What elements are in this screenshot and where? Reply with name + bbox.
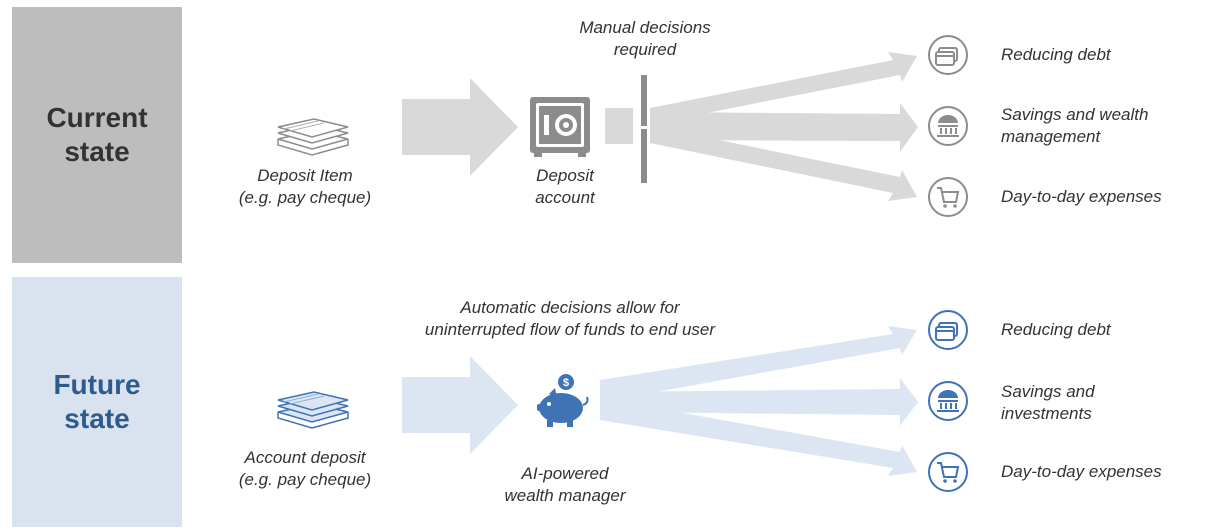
future-output-debt-label: Reducing debt	[1001, 320, 1111, 339]
future-output-savings: Savings and investments	[1001, 381, 1201, 425]
manual-decisions-line1: Manual decisions	[579, 18, 711, 37]
ai-wealth-manager-line1: AI-powered	[521, 464, 609, 483]
deposit-account-line2: account	[535, 188, 595, 207]
money-stack-icon	[277, 391, 349, 429]
current-savings-bank-icon	[928, 106, 968, 146]
deposit-account-label: Deposit account	[510, 165, 620, 209]
future-state-title-line2: state	[64, 403, 130, 434]
future-expenses-cart-icon	[928, 452, 968, 492]
current-output-debt: Reducing debt	[1001, 44, 1201, 66]
manual-decisions-label: Manual decisions required	[540, 17, 750, 61]
automatic-decisions-label: Automatic decisions allow for uninterrup…	[370, 297, 770, 341]
future-savings-bank-icon	[928, 381, 968, 421]
current-connector-block	[605, 108, 633, 144]
future-output-savings-line1: Savings and	[1001, 382, 1095, 401]
current-state-title-line2: state	[64, 136, 130, 167]
future-debt-card-icon	[928, 310, 968, 350]
future-output-debt: Reducing debt	[1001, 319, 1201, 341]
current-main-arrow	[402, 78, 518, 176]
divider-gap	[641, 126, 647, 129]
current-output-debt-label: Reducing debt	[1001, 45, 1111, 64]
money-stack-icon	[277, 118, 349, 156]
safe-icon	[530, 97, 590, 157]
current-output-expenses: Day-to-day expenses	[1001, 186, 1206, 208]
current-fan-arrow-top	[650, 52, 917, 124]
automatic-decisions-line1: Automatic decisions allow for	[460, 298, 680, 317]
ai-wealth-manager-line2: wealth manager	[504, 486, 626, 505]
current-fan-arrow-bottom	[650, 126, 917, 201]
automatic-decisions-line2: uninterrupted flow of funds to end user	[424, 320, 716, 339]
future-fan-arrow-top	[600, 326, 917, 402]
current-deposit-line1: Deposit Item	[257, 166, 353, 185]
svg-text:$: $	[563, 377, 569, 389]
current-deposit-line2: (e.g. pay cheque)	[238, 188, 372, 207]
future-state-box: Future state	[12, 277, 182, 527]
deposit-account-line1: Deposit	[536, 166, 594, 185]
current-deposit-label: Deposit Item (e.g. pay cheque)	[205, 165, 405, 209]
future-state-title-line1: Future	[53, 369, 141, 400]
future-fan-arrow-middle	[600, 378, 918, 426]
future-deposit-line1: Account deposit	[244, 448, 366, 467]
current-expenses-cart-icon	[928, 177, 968, 217]
current-output-savings: Savings and wealth management	[1001, 104, 1201, 148]
future-output-savings-line2: investments	[1001, 404, 1092, 423]
current-state-box: Current state	[12, 7, 182, 263]
manual-decisions-line2: required	[613, 40, 677, 59]
current-debt-card-icon	[928, 35, 968, 75]
piggy-bank-icon: $	[537, 374, 589, 427]
current-output-savings-line1: Savings and wealth	[1001, 105, 1149, 124]
current-output-expenses-label: Day-to-day expenses	[1001, 187, 1162, 206]
future-output-expenses: Day-to-day expenses	[1001, 461, 1206, 483]
future-output-expenses-label: Day-to-day expenses	[1001, 462, 1162, 481]
current-state-title-line1: Current	[46, 102, 148, 133]
future-deposit-label: Account deposit (e.g. pay cheque)	[205, 447, 405, 491]
future-main-arrow	[402, 356, 518, 454]
future-fan-arrow-bottom	[600, 398, 917, 476]
current-output-savings-line2: management	[1001, 127, 1101, 146]
ai-wealth-manager-label: AI-powered wealth manager	[480, 463, 650, 507]
future-deposit-line2: (e.g. pay cheque)	[238, 470, 372, 489]
